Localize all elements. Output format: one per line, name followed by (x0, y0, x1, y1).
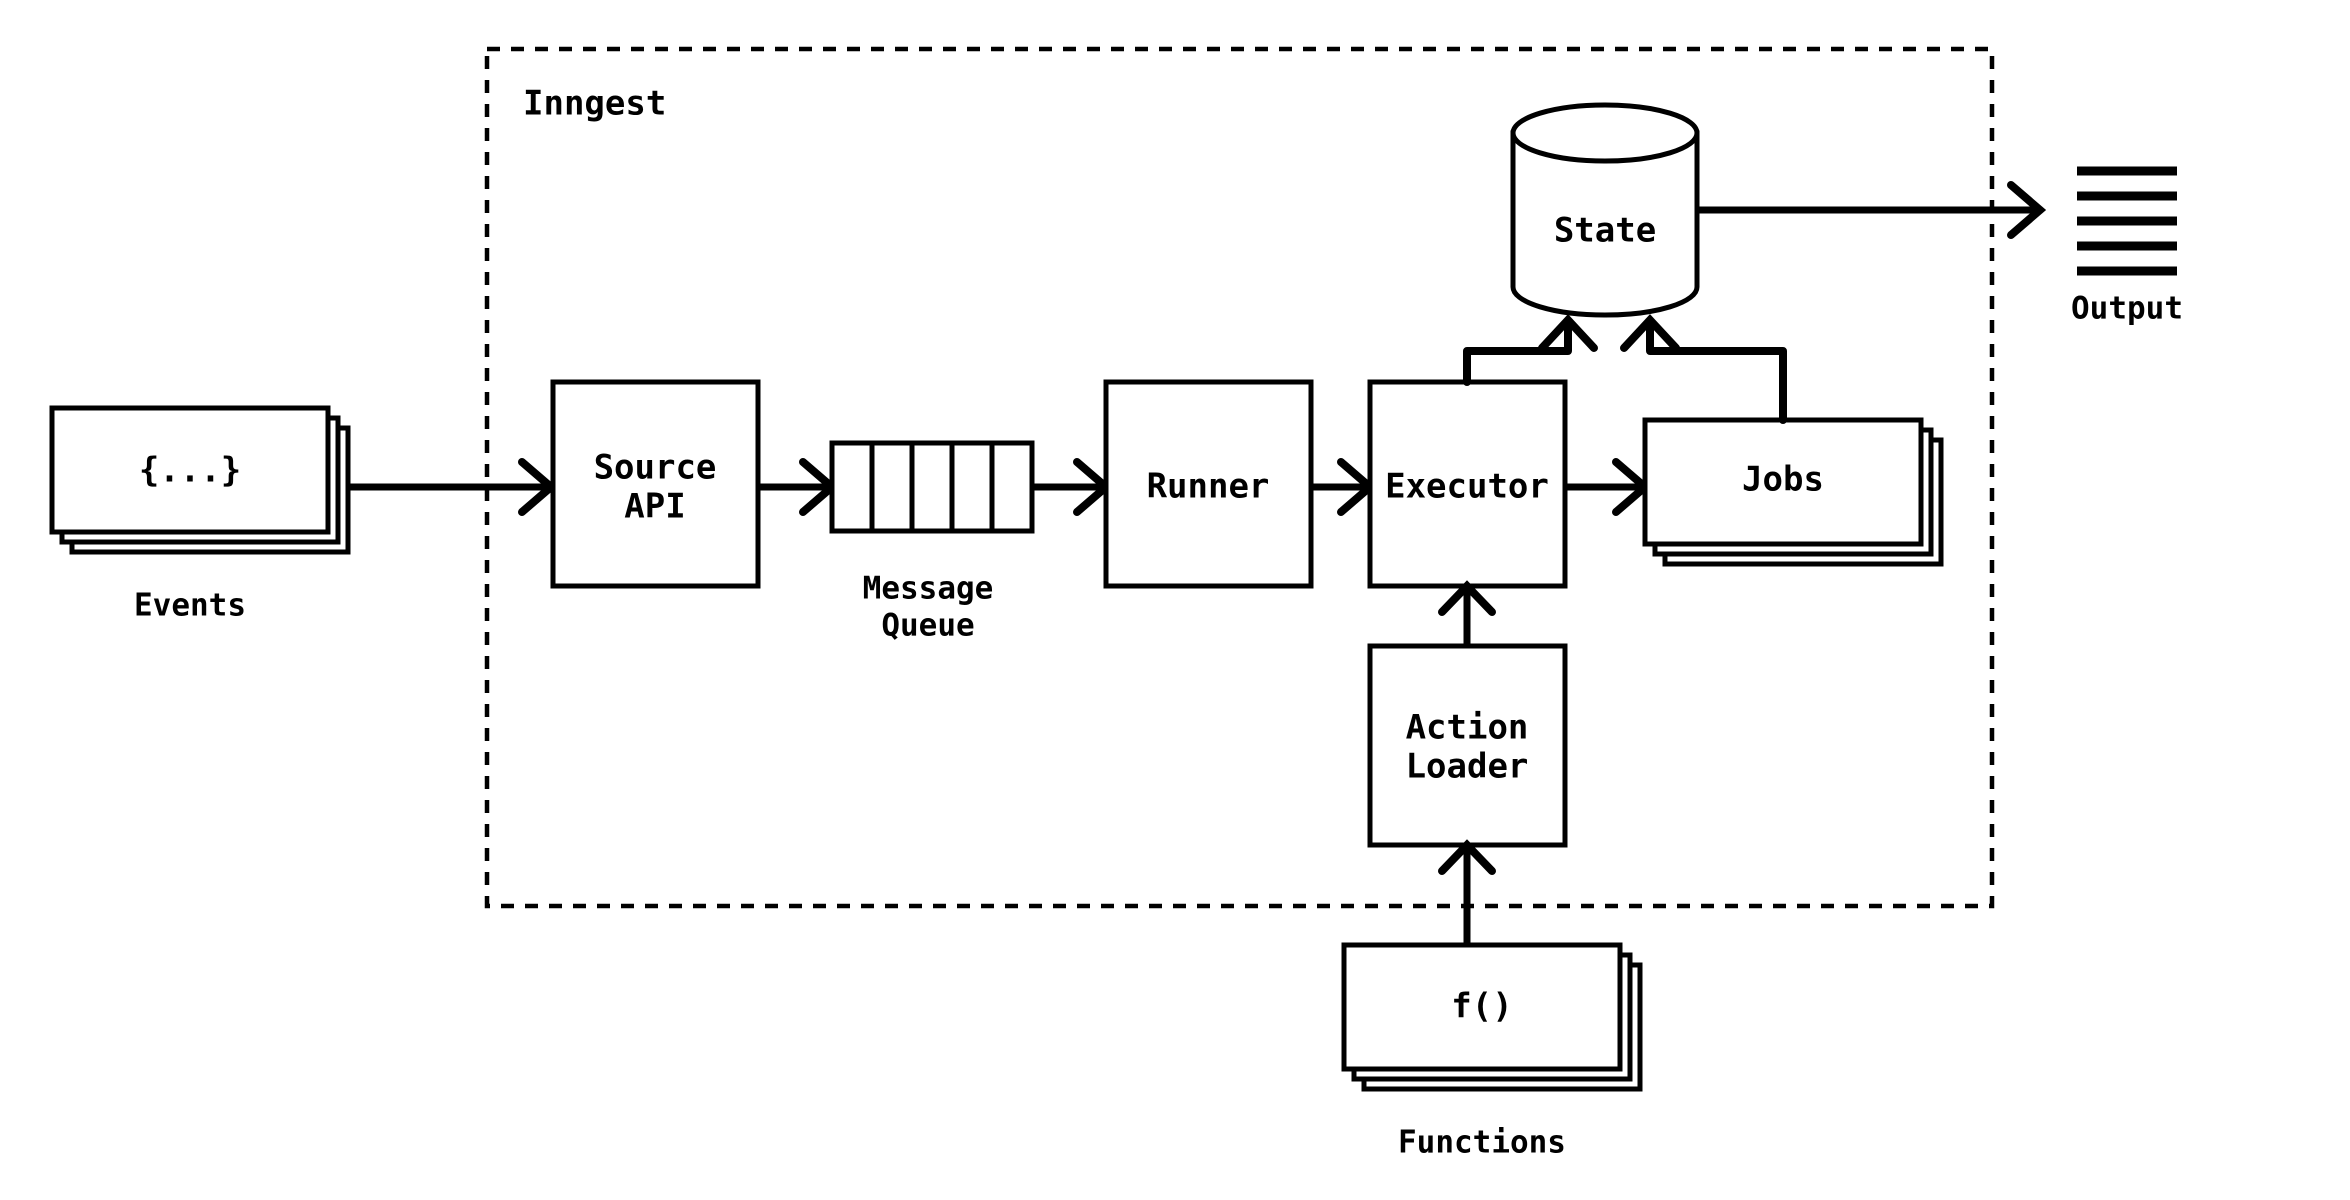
edge-message-queue-to-runner (1032, 458, 1113, 516)
output-node[interactable]: Output (2071, 166, 2183, 327)
events-card-front (49, 405, 331, 535)
action-loader-label-line2: Loader (1406, 747, 1529, 787)
edge-action-loader-to-executor (1438, 580, 1496, 646)
runner-label: Runner (1147, 467, 1270, 507)
source-api-box (550, 379, 761, 589)
jobs-node[interactable]: Jobs (1642, 417, 1944, 567)
functions-icon-label: f() (1451, 987, 1512, 1027)
events-caption: Events (134, 588, 246, 624)
state-cylinder-top (1510, 102, 1700, 164)
message-queue-caption-line2: Queue (881, 608, 974, 644)
executor-node[interactable]: Executor (1367, 379, 1568, 589)
action-loader-node[interactable]: Action Loader (1367, 643, 1568, 848)
state-cylinder-body (1510, 130, 1700, 318)
edge-state-to-output (1697, 181, 2047, 239)
edge-jobs-to-state (1620, 314, 1787, 424)
action-loader-label-line1: Action (1406, 708, 1529, 748)
state-node[interactable]: State (1510, 102, 1700, 318)
message-queue-box (829, 440, 1035, 534)
edge-events-to-source-api (348, 458, 558, 516)
message-queue-caption-line1: Message (863, 571, 994, 607)
inngest-group-label: Inngest (523, 84, 666, 124)
functions-node[interactable]: f() Functions (1341, 942, 1643, 1161)
functions-card-front (1341, 942, 1623, 1072)
source-api-node[interactable]: Source API (550, 379, 761, 589)
edge-functions-to-action-loader (1438, 839, 1496, 945)
source-api-label-line1: Source (594, 448, 717, 488)
state-label: State (1554, 211, 1656, 251)
output-caption: Output (2071, 291, 2183, 327)
jobs-label: Jobs (1742, 460, 1824, 500)
edge-runner-to-executor (1311, 458, 1377, 516)
events-icon-label: {...} (139, 451, 241, 491)
edge-executor-to-state (1463, 314, 1598, 386)
executor-label: Executor (1385, 467, 1549, 507)
inngest-group-border (484, 46, 1995, 909)
functions-caption: Functions (1398, 1125, 1566, 1161)
runner-node[interactable]: Runner (1103, 379, 1314, 589)
jobs-card-front (1642, 417, 1924, 547)
source-api-label-line2: API (624, 487, 685, 527)
edge-source-api-to-message-queue (758, 458, 839, 516)
events-node[interactable]: {...} Events (49, 405, 351, 624)
edge-executor-to-jobs (1565, 458, 1652, 516)
message-queue-node[interactable]: Message Queue (829, 440, 1035, 644)
